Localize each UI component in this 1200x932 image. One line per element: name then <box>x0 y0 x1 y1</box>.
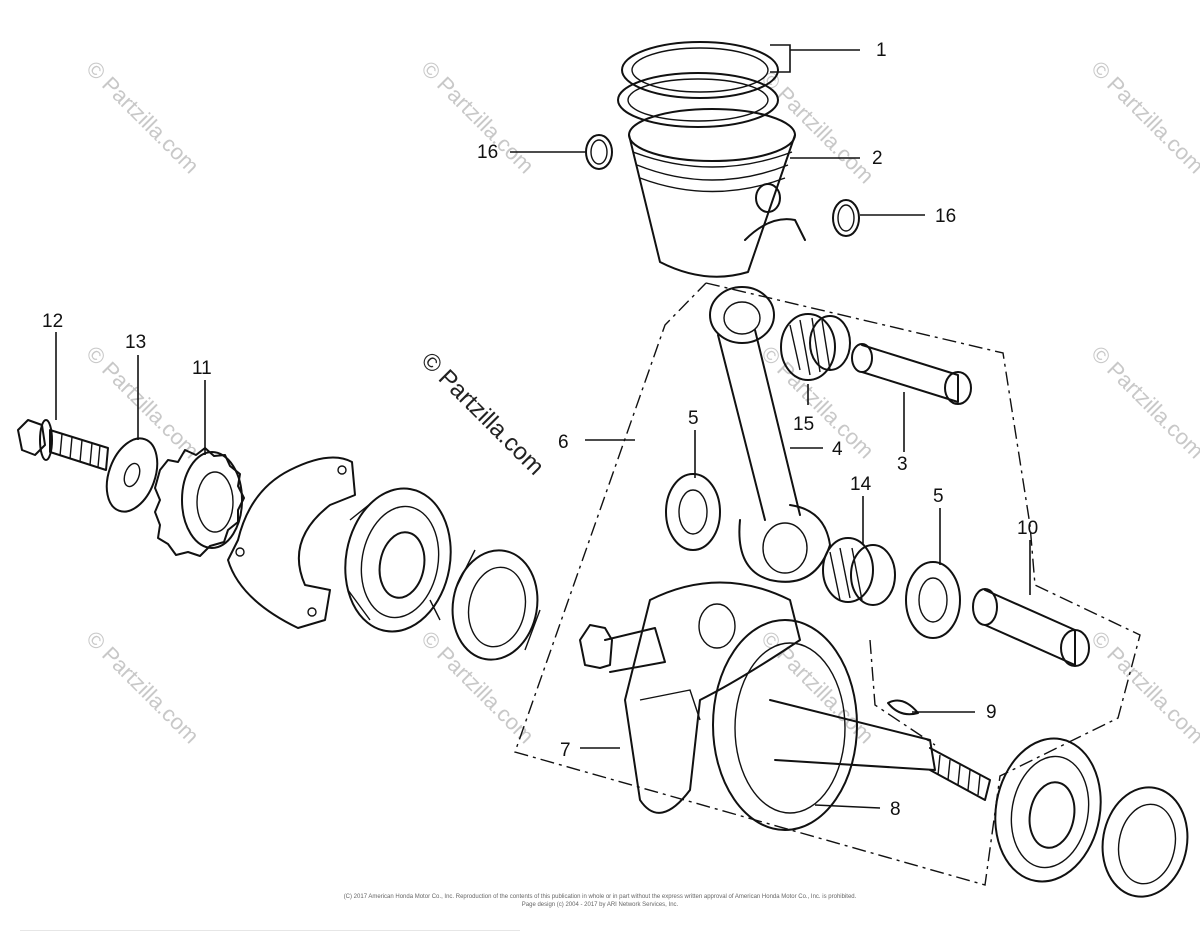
watermark-faint: © Partzilla.com <box>1086 341 1200 464</box>
watermark-faint: © Partzilla.com <box>756 626 879 749</box>
piston <box>628 108 806 278</box>
callout-8: 8 <box>890 799 901 820</box>
thrust-washer-left <box>665 473 721 551</box>
callout-3: 3 <box>897 454 908 475</box>
copyright-line: (C) 2017 American Honda Motor Co., Inc. … <box>343 894 857 900</box>
callout-15: 15 <box>793 414 814 435</box>
washer <box>105 437 159 513</box>
piston-pin-clip-right <box>832 199 860 237</box>
callout-5-left: 5 <box>688 408 699 429</box>
right-oil-seal <box>1101 786 1189 898</box>
right-main-bearing <box>994 737 1102 883</box>
callout-5-right: 5 <box>933 486 944 507</box>
timing-gear <box>154 447 245 557</box>
callout-2: 2 <box>872 148 883 169</box>
watermark-faint: © Partzilla.com <box>1086 56 1200 179</box>
flange-bolt <box>17 419 109 471</box>
crankshaft-assembly <box>579 581 991 831</box>
watermark-faint: © Partzilla.com <box>81 56 204 179</box>
thrust-washer-right <box>905 561 961 639</box>
callout-16-right: 16 <box>935 206 956 227</box>
piston-pin-clip-left <box>585 134 613 170</box>
callout-14: 14 <box>850 474 872 495</box>
watermark-group: © Partzilla.com © Partzilla.com © Partzi… <box>81 56 1200 749</box>
leader-lines <box>55 44 1031 809</box>
copyright-footer: (C) 2017 American Honda Motor Co., Inc. … <box>0 893 1200 909</box>
piston-rings <box>617 41 779 128</box>
page-design-line: Page design (c) 2004 - 2017 by ARI Netwo… <box>521 902 679 908</box>
callout-6: 6 <box>558 432 569 453</box>
callout-12: 12 <box>42 311 63 332</box>
divider-line <box>20 930 520 931</box>
big-end-needle-bearing <box>822 537 896 606</box>
callouts: 1 2 16 16 12 13 11 6 5 15 4 3 14 5 10 9 … <box>42 40 1038 820</box>
assembly-boundary <box>514 282 1141 886</box>
callout-11: 11 <box>192 358 212 379</box>
callout-4: 4 <box>832 439 843 460</box>
callout-7: 7 <box>560 740 571 761</box>
watermark-faint: © Partzilla.com <box>1086 626 1200 749</box>
piston-pin <box>851 343 972 405</box>
callout-9: 9 <box>986 702 997 723</box>
callout-16-left: 16 <box>477 142 498 163</box>
connecting-rod <box>709 286 831 583</box>
lock-plate <box>227 456 356 629</box>
watermark-main: © Partzilla.com <box>416 347 549 480</box>
small-end-needle-bearing <box>780 313 851 381</box>
callout-13: 13 <box>125 332 146 353</box>
watermark-faint: © Partzilla.com <box>81 626 204 749</box>
callout-1: 1 <box>876 40 887 61</box>
callout-10: 10 <box>1017 518 1038 539</box>
crank-pin <box>972 588 1090 667</box>
left-oil-seal <box>451 549 541 661</box>
woodruff-key <box>887 699 919 716</box>
inner-boundary <box>869 639 936 746</box>
left-main-bearing <box>344 487 452 633</box>
